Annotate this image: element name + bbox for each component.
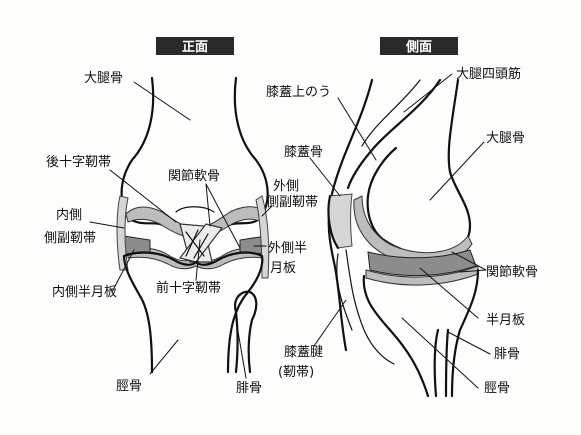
front-view-drawing bbox=[117, 78, 269, 372]
lead-side-tibia bbox=[402, 318, 478, 388]
side-header-text: 側面 bbox=[405, 39, 432, 55]
label-side-meniscus: 半月板 bbox=[486, 313, 525, 328]
front-header-text: 正面 bbox=[182, 40, 208, 55]
front-view-header: 正面 bbox=[156, 37, 234, 55]
label-front-femur: 大腿骨 bbox=[84, 71, 123, 86]
side-view-drawing bbox=[328, 80, 478, 396]
label-side-articular-cartilage: 関節軟骨 bbox=[486, 264, 538, 280]
label-front-fibula: 腓骨 bbox=[236, 380, 262, 396]
side-view-header: 側面 bbox=[380, 37, 458, 55]
side-quadriceps-inner bbox=[348, 80, 440, 188]
lead-front-tibia bbox=[150, 340, 178, 374]
label-side-tibia: 脛骨 bbox=[484, 381, 510, 396]
front-medial-collateral bbox=[117, 196, 128, 270]
label-side-patellar-tendon-2: (靭帯) bbox=[278, 365, 314, 380]
label-front-tibia: 脛骨 bbox=[116, 379, 142, 394]
side-tibia-outline bbox=[364, 270, 478, 396]
label-side-patellar-tendon-1: 膝蓋腱 bbox=[284, 345, 323, 360]
lead-front-femur bbox=[134, 82, 190, 120]
label-front-medial-collateral-1: 内側 bbox=[56, 207, 82, 223]
label-side-quadriceps: 大腿四頭筋 bbox=[456, 66, 521, 82]
side-patella bbox=[328, 194, 352, 248]
label-front-lateral-meniscus-1: 外側半 bbox=[268, 241, 307, 256]
label-front-acl: 前十字靭帯 bbox=[156, 280, 221, 296]
lead-side-quadriceps bbox=[404, 74, 452, 112]
label-front-lateral-meniscus-2: 月板 bbox=[270, 261, 296, 276]
label-front-articular-cartilage: 関節軟骨 bbox=[168, 168, 220, 184]
label-side-fibula: 腓骨 bbox=[494, 346, 520, 362]
label-front-medial-meniscus: 内側半月板 bbox=[52, 284, 117, 300]
lead-side-femur bbox=[430, 142, 484, 200]
front-medial-meniscus bbox=[124, 236, 150, 254]
lead-side-patella bbox=[310, 158, 340, 196]
label-side-femur: 大腿骨 bbox=[486, 131, 525, 146]
label-front-pcl: 後十字靭帯 bbox=[46, 155, 111, 170]
label-front-lateral-collateral-1: 外側 bbox=[273, 179, 299, 194]
label-side-suprapatellar-bursa: 膝蓋上のう bbox=[266, 85, 331, 100]
side-patellar-tendon-front bbox=[337, 254, 352, 330]
lead-side-bursa bbox=[338, 98, 376, 160]
label-side-patella: 膝蓋骨 bbox=[284, 145, 323, 160]
side-fibula-outline bbox=[435, 330, 448, 396]
label-front-lateral-collateral-2: 側副靭帯 bbox=[266, 195, 318, 210]
label-front-medial-collateral-2: 側副靭帯 bbox=[44, 231, 96, 246]
